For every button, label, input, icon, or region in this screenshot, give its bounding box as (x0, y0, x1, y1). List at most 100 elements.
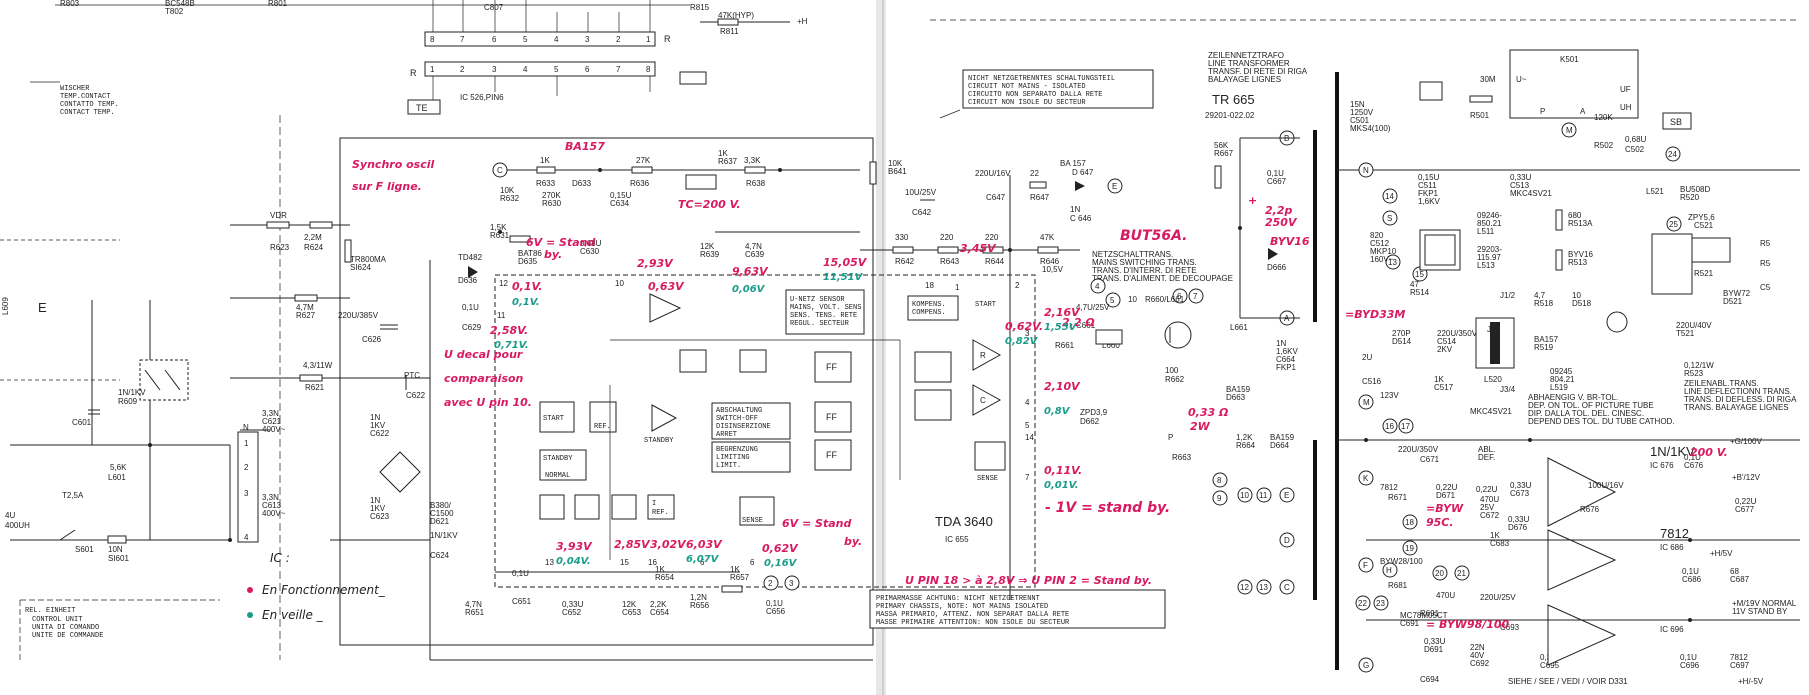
v-red-4: 15,05V (823, 256, 868, 269)
svg-text:0,33U: 0,33U (1510, 481, 1532, 490)
svg-text:25V: 25V (1480, 503, 1495, 512)
v-teal-8: 6,07V (686, 554, 720, 565)
reg-mc78m05: 7812 (1660, 526, 1689, 541)
left-label-l609: L609 (1, 297, 10, 315)
svg-text:13: 13 (1259, 583, 1268, 592)
svg-text:C: C (1284, 583, 1290, 592)
svg-text:18: 18 (925, 281, 934, 290)
svg-text:C693: C693 (1500, 623, 1520, 632)
svg-text:L660: L660 (1102, 341, 1120, 350)
svg-text:L520: L520 (1484, 375, 1502, 384)
svg-text:TRANS. D'ALIMENT. DE DECOUPAGE: TRANS. D'ALIMENT. DE DECOUPAGE (1092, 274, 1233, 283)
svg-text:C695: C695 (1540, 661, 1560, 670)
ref-r815: R815 (690, 3, 710, 12)
svg-text:R663: R663 (1172, 453, 1192, 462)
te-label: TE (416, 103, 428, 113)
val-0-1u-c629: 0,1U (462, 303, 479, 312)
val-4-7m: 4,7M (296, 303, 314, 312)
svg-text:C1500: C1500 (430, 509, 454, 518)
svg-text:C521: C521 (1694, 221, 1714, 230)
svg-text:MAINS, VOLT. SENS: MAINS, VOLT. SENS (790, 304, 861, 312)
val-270k: 270K (542, 191, 561, 200)
svg-text:R5: R5 (1760, 239, 1771, 248)
svg-text:7: 7 (1193, 292, 1198, 301)
wischer-3: CONTATTO TEMP. (60, 101, 119, 109)
note-byw98: = BYW98/100 (1426, 618, 1510, 631)
svg-text:MKC4SV21: MKC4SV21 (1510, 189, 1552, 198)
val-10-5v: 10,5V (1042, 265, 1064, 274)
block-sense-right (974, 441, 1006, 471)
val-220-a: 220 (940, 233, 954, 242)
transistor-but56a (1164, 321, 1192, 349)
svg-text:LIMIT.: LIMIT. (716, 462, 741, 470)
v-red-10: 3,93V (556, 540, 593, 553)
svg-text:D 647: D 647 (1072, 168, 1094, 177)
val-0-33u-c683: 1K (1490, 531, 1500, 540)
legend-standby: En veille _ (262, 608, 324, 622)
svg-text:22: 22 (1358, 599, 1367, 608)
svg-text:19: 19 (1405, 544, 1414, 553)
svg-text:C677: C677 (1735, 505, 1755, 514)
svg-text:C667: C667 (1267, 177, 1287, 186)
val-330: 330 (895, 233, 909, 242)
svg-text:MASSA PRIMARIO, ATTENZ. NON SE: MASSA PRIMARIO, ATTENZ. NON SEPARAT DALL… (876, 611, 1069, 619)
val-vdr: VDR (270, 211, 287, 220)
val-56k: 56K (1214, 141, 1229, 150)
svg-text:TRANS. DI DEFLESS. DI RIGA: TRANS. DI DEFLESS. DI RIGA (1684, 395, 1797, 404)
svg-text:R643: R643 (940, 257, 960, 266)
svg-text:D635: D635 (518, 257, 538, 266)
val-470u-40v: 22N (1470, 643, 1485, 652)
val-byv16-d514: 270P (1392, 329, 1411, 338)
svg-text:C513: C513 (1510, 181, 1530, 190)
svg-text:4: 4 (1025, 398, 1030, 407)
svg-text:0,1U: 0,1U (1682, 567, 1699, 576)
val-15n: 0,15U (1418, 173, 1440, 182)
svg-text:R637: R637 (718, 157, 738, 166)
val-220u-25v-c677: 0,22U (1735, 497, 1757, 506)
block-abschaltung (711, 402, 791, 440)
svg-text:SENSE: SENSE (742, 517, 763, 525)
svg-text:E: E (1284, 491, 1289, 500)
svg-text:D518: D518 (1572, 299, 1592, 308)
svg-text:7: 7 (460, 35, 465, 44)
svg-text:U~: U~ (1516, 75, 1527, 84)
svg-text:C514: C514 (1437, 337, 1457, 346)
svg-text:C511: C511 (1418, 181, 1437, 190)
svg-text:7: 7 (1025, 473, 1030, 482)
svg-text:17: 17 (1401, 422, 1410, 431)
svg-text:R: R (980, 351, 986, 360)
svg-text:25: 25 (1669, 220, 1678, 229)
svg-text:SI624: SI624 (350, 263, 371, 272)
val-0-22u-1w: 7812 (1380, 483, 1398, 492)
svg-text:NETZSCHALTTRANS.: NETZSCHALTTRANS. (1092, 250, 1173, 259)
svg-text:R502: R502 (1594, 141, 1614, 150)
val-10n-c501: 15N (1350, 100, 1365, 109)
note-ba157: BA157 (565, 140, 605, 153)
v-teal-0: 0,1V. (512, 297, 540, 308)
svg-text:R513A: R513A (1568, 219, 1593, 228)
note-6v-stand-d: by. (844, 535, 862, 548)
connector-n (237, 431, 259, 543)
svg-text:C672: C672 (1480, 511, 1500, 520)
svg-text:3: 3 (789, 579, 794, 588)
svg-text:R662: R662 (1165, 375, 1185, 384)
val-0-33u-c693: 220U/25V (1480, 593, 1516, 602)
svg-text:R636: R636 (630, 179, 650, 188)
svg-text:R657: R657 (730, 573, 750, 582)
val-byw28: 0,33U (1424, 637, 1446, 646)
svg-text:23: 23 (1376, 599, 1385, 608)
svg-text:U-NETZ SENSOR: U-NETZ SENSOR (790, 296, 845, 304)
note-udecal-2: comparaison (444, 372, 524, 385)
svg-text:C673: C673 (1510, 489, 1530, 498)
val-120k: 120K (1594, 113, 1613, 122)
relay-k501 (1509, 49, 1639, 119)
svg-text:A: A (1580, 107, 1586, 116)
val-220u-25v-c697: 7812 (1730, 653, 1748, 662)
svg-text:G: G (1363, 661, 1369, 670)
val-30m: 30M (1480, 75, 1496, 84)
svg-text:R520: R520 (1680, 193, 1700, 202)
svg-text:R519: R519 (1534, 343, 1554, 352)
svg-text:FF: FF (826, 450, 837, 460)
block-standby-normal (539, 449, 587, 481)
note-ohm2: 2,2 Ω (1062, 316, 1095, 329)
